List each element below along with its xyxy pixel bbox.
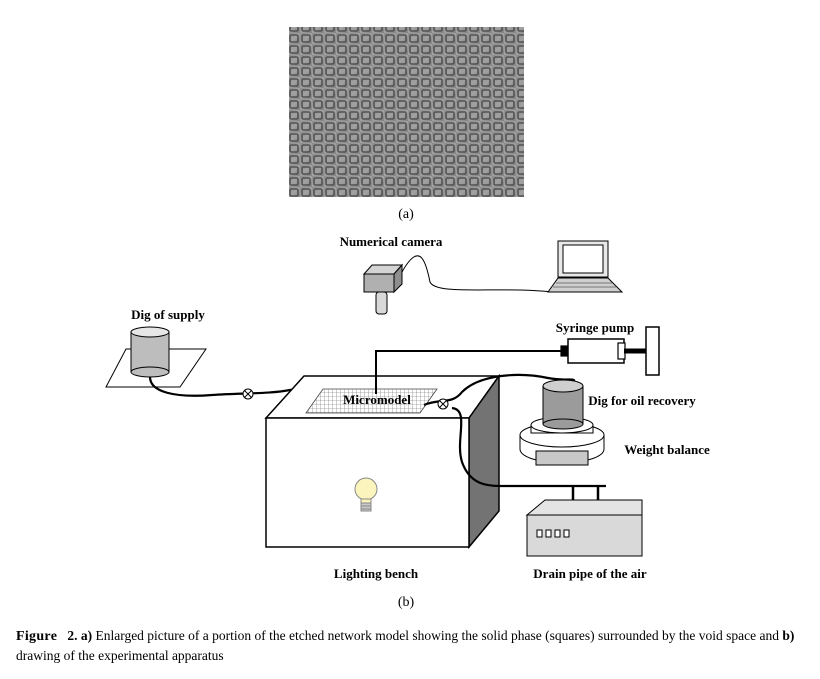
laptop-icon (547, 240, 624, 293)
figure-drawing: (a) Numerical camera Dig of supply (105, 27, 710, 610)
supply-container (105, 326, 207, 388)
supply-label: Dig of supply (131, 307, 205, 322)
drain-label: Drain pipe of the air (533, 566, 647, 581)
syringe-label: Syringe pump (556, 320, 634, 335)
drain-pump-box (525, 486, 643, 557)
lightbulb-icon (354, 477, 378, 512)
caption-figure-word: Figure (16, 629, 58, 644)
camera-icon (362, 263, 404, 315)
drain-tube (451, 406, 606, 488)
caption-part-a: a) (80, 628, 93, 643)
syringe-line (375, 350, 562, 394)
supply-valve-icon (242, 388, 254, 400)
bench-label: Lighting bench (334, 566, 419, 581)
caption-text-a: Enlarged picture of a portion of the etc… (92, 628, 783, 643)
figure-caption: Figure 2. a) Enlarged picture of a porti… (16, 626, 806, 665)
syringe-pump-icon (560, 326, 660, 376)
micromodel-label: Micromodel (343, 392, 411, 407)
oil-recovery-label: Dig for oil recovery (588, 393, 696, 408)
caption-text-b: drawing of the experimental apparatus (16, 648, 224, 663)
micrograph-image (289, 27, 524, 197)
outlet-valve-icon (437, 398, 449, 410)
subfigure-a-label: (a) (398, 207, 414, 222)
oil-recovery-container (542, 379, 584, 430)
balance-label: Weight balance (624, 442, 710, 457)
camera-label: Numerical camera (340, 234, 443, 249)
subfigure-b-label: (b) (398, 595, 415, 610)
camera-cable (401, 255, 553, 293)
micromodel-plate (305, 388, 438, 414)
caption-figure-number: 2. (67, 628, 78, 643)
caption-part-b: b) (782, 628, 795, 643)
